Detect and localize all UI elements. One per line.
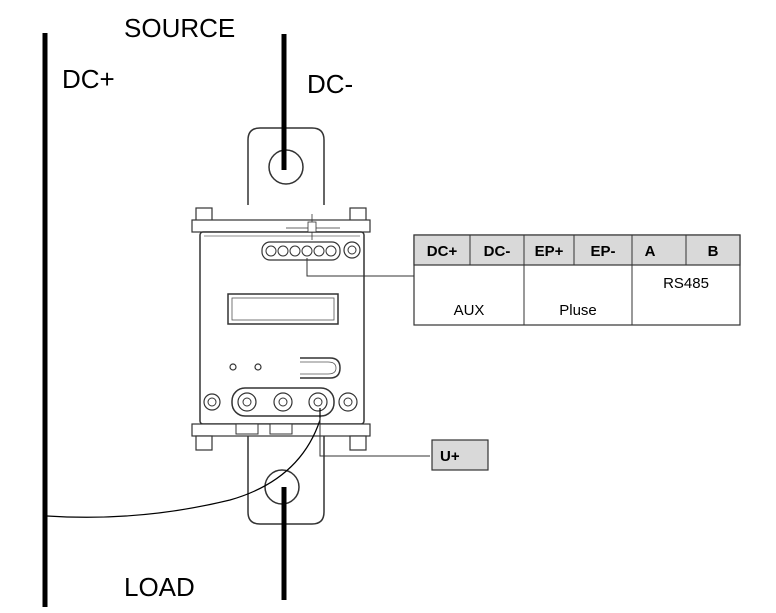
group-aux: AUX <box>454 302 485 319</box>
header-b: B <box>708 243 719 260</box>
u-plus-terminal-box <box>431 439 489 471</box>
meter-device <box>191 207 371 451</box>
group-pluse: Pluse <box>559 302 597 319</box>
u-plus-label: U+ <box>440 448 460 465</box>
group-rs485: RS485 <box>663 275 709 292</box>
dc-minus-label: DC- <box>307 69 353 99</box>
header-ep-minus: EP- <box>590 243 615 260</box>
header-ep-plus: EP+ <box>535 243 564 260</box>
source-label: SOURCE <box>124 13 235 43</box>
terminal-table: DC+ DC- EP+ EP- A B AUX Pluse RS485 <box>413 234 741 326</box>
load-label: LOAD <box>124 572 195 602</box>
header-a: A <box>645 243 656 260</box>
header-dc-plus: DC+ <box>427 243 458 260</box>
terminal-table-header <box>413 234 741 266</box>
u-plus-sense-wire <box>46 408 321 518</box>
dc-plus-label: DC+ <box>62 64 115 94</box>
header-dc-minus: DC- <box>484 243 511 260</box>
u-plus-leader-line <box>319 418 430 457</box>
terminal-leader-line <box>306 258 420 277</box>
